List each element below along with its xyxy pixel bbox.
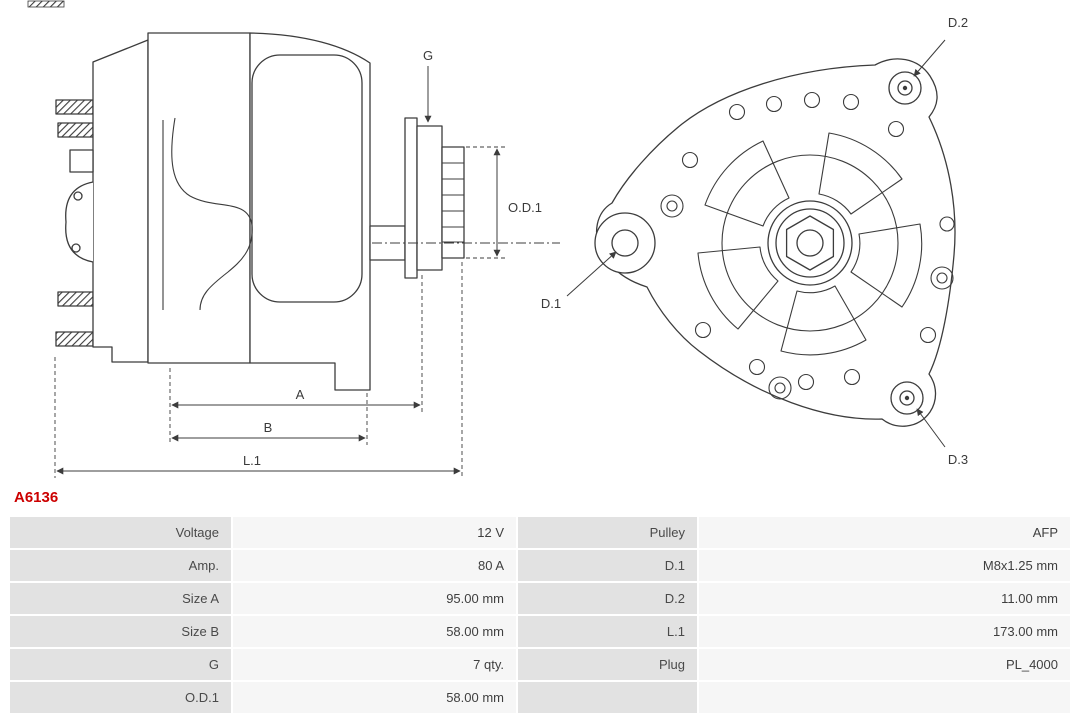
mounting-bolt-d3 xyxy=(890,381,924,415)
ventilation-cutouts xyxy=(697,132,923,356)
spec-value-d2: 11.00 mm xyxy=(699,583,1070,614)
spec-value-size-b: 58.00 mm xyxy=(233,616,516,647)
side-view-drawing: G O.D.1 A B L.1 xyxy=(54,32,560,478)
spec-label-size-b: Size B xyxy=(10,616,231,647)
dim-label-g: G xyxy=(423,48,433,63)
housing-holes xyxy=(660,91,955,400)
front-view-leaders xyxy=(566,39,946,448)
front-view-drawing: D.2 D.1 D.3 xyxy=(541,15,968,467)
spec-label-amp: Amp. xyxy=(10,550,231,581)
spec-value-g: 7 qty. xyxy=(233,649,516,680)
spec-label-g: G xyxy=(10,649,231,680)
dim-label-d2: D.2 xyxy=(948,15,968,30)
side-view-dimensions xyxy=(54,66,506,478)
spec-value-pulley: AFP xyxy=(699,517,1070,548)
spec-value-d1: M8x1.25 mm xyxy=(699,550,1070,581)
part-number: A6136 xyxy=(14,489,59,506)
mounting-bolt-d2 xyxy=(888,71,922,105)
spec-value-plug: PL_4000 xyxy=(699,649,1070,680)
spec-label-d1: D.1 xyxy=(518,550,697,581)
spec-label-size-a: Size A xyxy=(10,583,231,614)
dim-label-l1: L.1 xyxy=(243,453,261,468)
spec-value-empty xyxy=(699,682,1070,713)
spec-value-l1: 173.00 mm xyxy=(699,616,1070,647)
dim-label-a: A xyxy=(296,387,305,402)
dim-label-d1: D.1 xyxy=(541,296,561,311)
dim-label-b: B xyxy=(264,420,273,435)
pulley-side xyxy=(369,117,560,279)
spec-table: Voltage 12 V Pulley AFP Amp. 80 A D.1 M8… xyxy=(10,517,1070,713)
spec-label-pulley: Pulley xyxy=(518,517,697,548)
alternator-technical-drawing: G O.D.1 A B L.1 xyxy=(27,0,968,478)
spec-value-od1: 58.00 mm xyxy=(233,682,516,713)
shaft-nut xyxy=(767,200,853,286)
spec-label-empty xyxy=(518,682,697,713)
spec-value-voltage: 12 V xyxy=(233,517,516,548)
dim-label-od1: O.D.1 xyxy=(508,200,542,215)
mounting-ear-d1 xyxy=(594,212,656,274)
alternator-body-side xyxy=(65,32,371,391)
spec-label-plug: Plug xyxy=(518,649,697,680)
spec-label-od1: O.D.1 xyxy=(10,682,231,713)
spec-value-amp: 80 A xyxy=(233,550,516,581)
spec-label-d2: D.2 xyxy=(518,583,697,614)
corner-artifact xyxy=(27,0,65,8)
spec-value-size-a: 95.00 mm xyxy=(233,583,516,614)
dim-label-d3: D.3 xyxy=(948,452,968,467)
spec-label-l1: L.1 xyxy=(518,616,697,647)
spec-label-voltage: Voltage xyxy=(10,517,231,548)
